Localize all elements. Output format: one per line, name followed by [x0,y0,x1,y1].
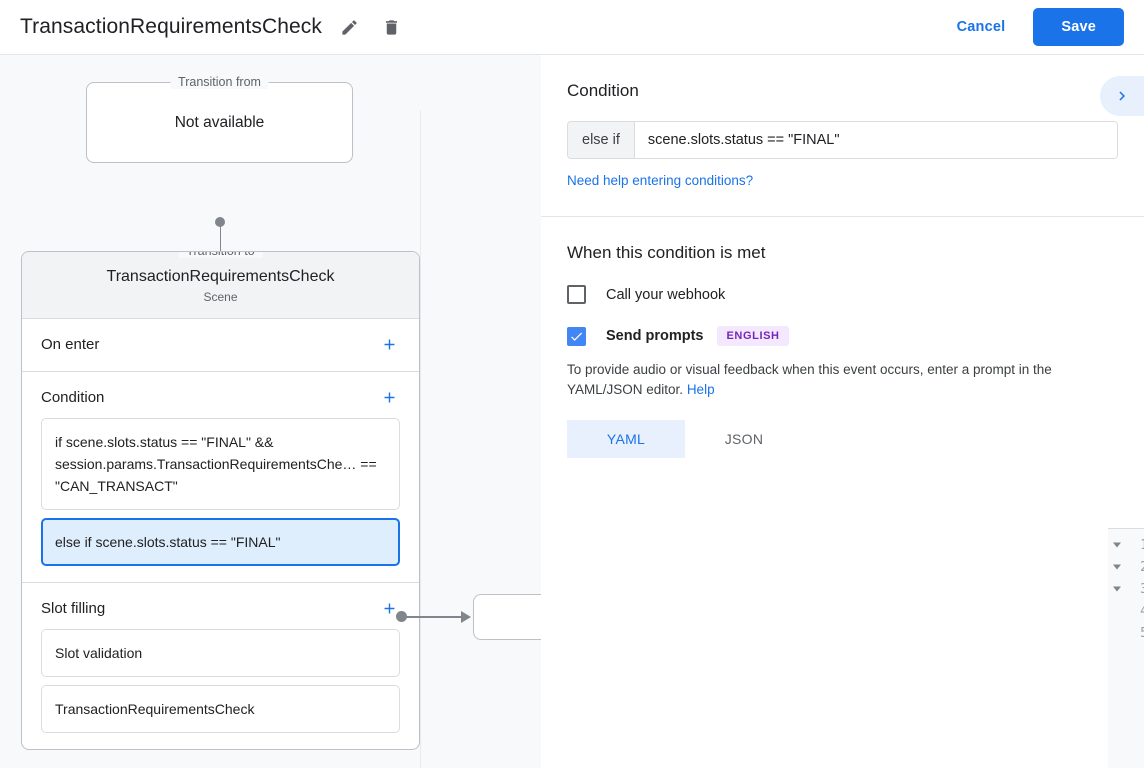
node-header[interactable]: TransactionRequirementsCheck Scene [22,252,419,319]
section-header: On enter [41,333,400,355]
connector-line [219,222,221,270]
gutter-row: 4 [1108,600,1144,622]
gutter-row: 1 [1108,534,1144,556]
condition-heading: Condition [567,81,639,100]
page-title: TransactionRequirementsCheck [20,15,322,38]
condition-block: Condition else if Need help entering con… [541,55,1144,216]
webhook-checkbox-row[interactable]: Call your webhook [567,285,1118,304]
transition-from-legend: Transition from [170,75,269,89]
section-header: Slot filling [41,597,400,619]
fold-toggle-icon[interactable] [1113,586,1121,592]
panel-divider [541,216,1144,217]
when-met-heading: When this condition is met [567,243,766,262]
node-title: TransactionRequirementsCheck [106,268,335,285]
code-editor[interactable]: 1 2 3 4 5 candidates: - [1108,528,1144,768]
slot-filling-item[interactable]: Slot validation [41,629,400,677]
slot-filling-item[interactable]: TransactionRequirementsCheck [41,685,400,733]
when-condition-met-block: When this condition is met Call your web… [541,217,1144,484]
condition-prefix-label: else if [568,122,635,158]
pencil-icon[interactable] [334,12,364,42]
condition-input-row: else if [567,121,1118,159]
editor-tabs: YAML JSON [567,420,1118,458]
outgoing-edge-dot [396,611,407,622]
condition-input[interactable] [634,122,1117,158]
gutter-row: 5 [1108,622,1144,644]
trash-icon[interactable] [376,12,406,42]
condition-item-selected[interactable]: else if scene.slots.status == "FINAL" [41,518,400,566]
fold-toggle-icon[interactable] [1113,542,1121,548]
section-title-on-enter: On enter [41,335,100,353]
condition-help-link[interactable]: Need help entering conditions? [567,173,754,188]
send-prompts-label: Send prompts [606,328,704,344]
lane-divider [420,110,421,768]
cancel-button[interactable]: Cancel [941,10,1022,44]
line-number: 2 [1140,560,1144,575]
outgoing-edge-line [406,616,462,618]
next-node-card[interactable] [473,594,541,640]
language-badge: ENGLISH [717,326,789,346]
node-subtitle: Scene [203,290,238,304]
gutter-row: 2 [1108,556,1144,578]
details-panel: Condition else if Need help entering con… [541,55,1144,768]
flow-canvas: Transition from Not available Transition… [0,55,541,768]
transition-from-value: Not available [174,113,265,131]
fold-toggle-icon[interactable] [1113,564,1121,570]
add-condition-button[interactable] [378,386,400,408]
gutter-row: 3 [1108,578,1144,600]
prompts-description: To provide audio or visual feedback when… [567,360,1118,400]
condition-item[interactable]: if scene.slots.status == "FINAL" && sess… [41,418,400,510]
prompts-help-link[interactable]: Help [686,382,715,397]
section-title-condition: Condition [41,388,105,406]
prompts-description-text: To provide audio or visual feedback when… [567,362,1052,397]
tab-yaml[interactable]: YAML [567,420,685,458]
transition-to-legend: Transition to [178,252,263,258]
line-number: 1 [1140,538,1144,553]
section-slot-filling: Slot filling Slot validation Transaction… [22,583,419,749]
save-button[interactable]: Save [1033,8,1124,46]
section-condition: Condition if scene.slots.status == "FINA… [22,372,419,583]
section-title-slot-filling: Slot filling [41,599,106,617]
send-prompts-checkbox-row[interactable]: Send prompts ENGLISH [567,326,1118,346]
section-header: Condition [41,386,400,408]
line-number: 4 [1140,604,1144,619]
outgoing-edge-arrow-icon [461,611,471,623]
send-prompts-checkbox[interactable] [567,326,586,346]
add-on-enter-button[interactable] [378,333,400,355]
section-on-enter: On enter [22,319,419,372]
line-number: 3 [1140,582,1144,597]
expand-panel-button[interactable] [1100,76,1144,116]
app-header: TransactionRequirementsCheck Cancel Save [0,0,1144,55]
add-slot-filling-button[interactable] [378,597,400,619]
transition-to-node: Transition to TransactionRequirementsChe… [21,251,420,750]
tab-json[interactable]: JSON [724,431,764,447]
webhook-checkbox[interactable] [567,285,586,304]
editor-gutter: 1 2 3 4 5 [1108,529,1144,768]
line-number: 5 [1140,626,1144,641]
webhook-label: Call your webhook [606,286,726,303]
transition-from-node[interactable]: Transition from Not available [86,75,353,163]
